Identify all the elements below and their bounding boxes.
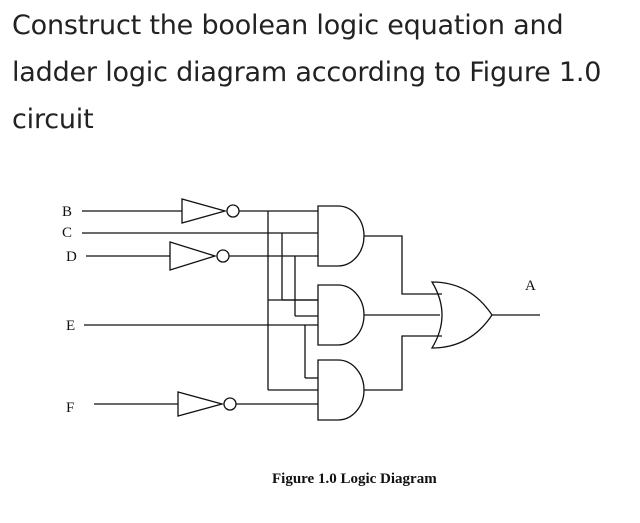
wire-and1-to-or <box>364 235 442 295</box>
question-line-2: ladder logic diagram according to Figure… <box>12 57 602 88</box>
not-gate-b <box>181 198 240 224</box>
or-gate <box>430 281 493 349</box>
not-gate-d <box>169 241 230 271</box>
question-text: Construct the boolean logic equation and… <box>12 2 632 143</box>
figure-caption: Figure 1.0 Logic Diagram <box>272 471 437 487</box>
not-gate-f <box>177 391 237 417</box>
label-output-a: A <box>525 278 536 294</box>
question-line-3: circuit <box>12 104 94 135</box>
question-line-1: Construct the boolean logic equation and <box>12 10 564 41</box>
label-input-d: D <box>66 249 77 265</box>
label-input-c: C <box>62 225 72 241</box>
and-gate-2 <box>317 284 365 346</box>
and-gate-1 <box>317 205 365 267</box>
label-input-e: E <box>66 318 75 334</box>
and-gate-3 <box>317 359 365 421</box>
label-input-f: F <box>66 400 74 416</box>
label-input-b: B <box>62 204 72 220</box>
wire-and3-to-or <box>364 335 442 391</box>
